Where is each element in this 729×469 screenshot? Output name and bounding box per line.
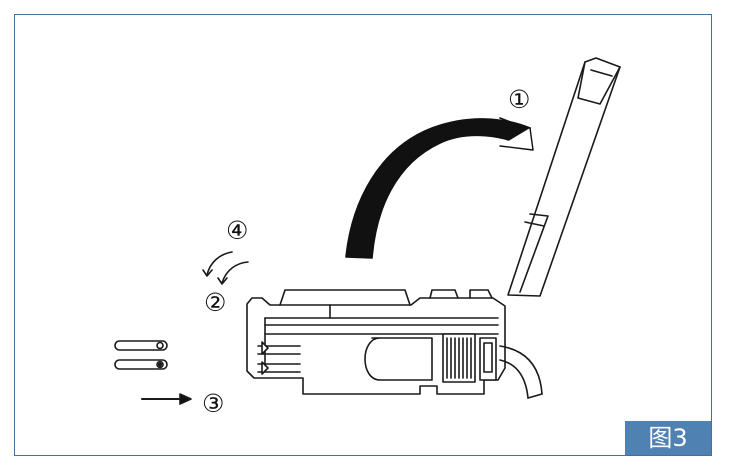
- step-2-label: ②: [204, 288, 226, 317]
- amplifier-body: [246, 289, 506, 395]
- insert-arrow: [141, 393, 192, 405]
- release-arrows: [202, 251, 249, 285]
- step-4-label: ④: [226, 216, 248, 245]
- step-3-label: ③: [202, 389, 224, 418]
- open-cover-arrow: [345, 117, 534, 259]
- step-1-label: ①: [508, 85, 530, 114]
- figure-frame: [14, 14, 712, 456]
- figure-label: 图3: [625, 421, 711, 455]
- fiber-cables: [114, 340, 168, 370]
- open-cover: [507, 57, 621, 297]
- cable: [499, 345, 543, 399]
